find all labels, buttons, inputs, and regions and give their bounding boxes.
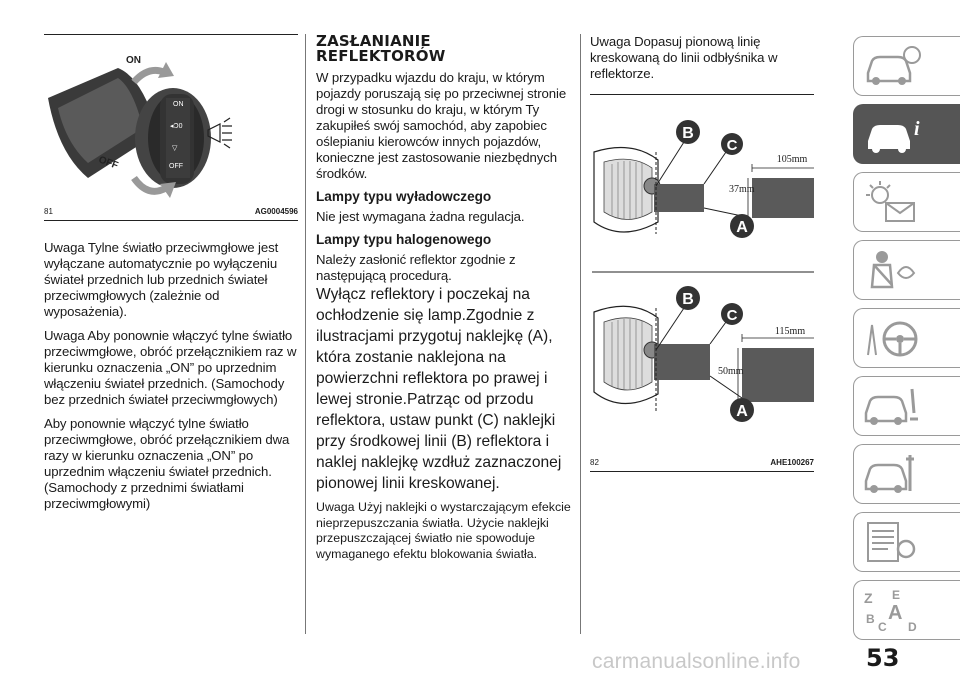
svg-text:OFF: OFF	[169, 163, 183, 170]
note-sticker: Uwaga Użyj naklejki o wystarczającym efe…	[316, 500, 571, 561]
svg-text:◂Ɔ0: ◂Ɔ0	[170, 123, 183, 130]
diagram2-width-label: 115mm	[775, 326, 805, 337]
paragraph-rear-fog-twice: Aby ponownie włączyć tylne światło przec…	[44, 416, 290, 511]
figure-code: AG0004596	[254, 207, 298, 216]
car-info-active-icon: i	[868, 118, 920, 153]
intro-paragraph: W przypadku wjazdu do kraju, w którym po…	[316, 70, 567, 181]
tab-specifications[interactable]	[853, 512, 960, 572]
tab-warning-lights[interactable]	[853, 172, 960, 232]
column-2: ZASŁANIANIE REFLEKTORÓW W przypadku wjaz…	[316, 34, 574, 562]
specifications-icon	[867, 522, 916, 562]
halogen-text: Należy zasłonić reflektor zgodnie z nast…	[316, 252, 516, 283]
tab-safety[interactable]	[853, 240, 960, 300]
svg-text:i: i	[914, 118, 920, 140]
svg-text:D: D	[908, 620, 917, 633]
tab-car-info-active[interactable]: i	[853, 104, 960, 164]
diagram-1: B C 105mm 37mm A	[593, 120, 829, 238]
top-rule-col1	[44, 34, 298, 35]
headlight-sticker-figure: B C 105mm 37mm A	[592, 112, 829, 452]
label-on: ON	[126, 55, 141, 66]
column-divider-1	[305, 34, 306, 634]
figure-number: 81	[44, 207, 53, 216]
figure-82-caption: 82 AHE100267	[590, 458, 814, 468]
top-rule-fig82	[590, 94, 814, 95]
column-divider-2	[580, 34, 581, 634]
svg-text:C: C	[878, 620, 887, 633]
diagram2-label-b: B	[682, 291, 694, 308]
tab-driving[interactable]	[853, 308, 960, 368]
diagram1-label-a: A	[736, 219, 748, 236]
bottom-rule-fig81	[44, 220, 298, 221]
subheading-discharge: Lampy typu wyładowczego	[316, 189, 492, 204]
instructions-paragraph: Wyłącz reflektory i poczekaj na ochłodze…	[316, 286, 562, 492]
svg-text:B: B	[866, 612, 875, 626]
diagram2-sticker	[742, 348, 828, 402]
svg-text:▽: ▽	[172, 145, 178, 152]
light-switch-figure: ON ◂Ɔ0 ▽ OFF ON OFF	[48, 38, 292, 200]
figure-number: 82	[590, 458, 599, 467]
section-heading: ZASŁANIANIE REFLEKTORÓW	[316, 32, 446, 65]
car-info-icon	[866, 46, 921, 85]
tab-service[interactable]	[853, 444, 960, 504]
diagram-2: B C 115mm 50mm A	[593, 286, 829, 422]
diagram1-label-b: B	[682, 125, 694, 142]
seatbelt-airbag-icon	[870, 251, 916, 289]
diagram2-height-label: 50mm	[718, 366, 744, 377]
car-breakdown-icon	[864, 388, 918, 425]
diagram2-label-a: A	[736, 403, 748, 420]
tab-emergency[interactable]	[853, 376, 960, 436]
diagram1-width-label: 105mm	[777, 154, 808, 165]
note-rear-fog-on: Uwaga Aby ponownie włączyć tylne światło…	[44, 328, 297, 407]
column-3-note: Uwaga Dopasuj pionową linię kreskowaną d…	[590, 34, 778, 81]
note-rear-fog-off: Uwaga Tylne światło przeciwmgłowe jest w…	[44, 240, 279, 319]
column-1-text: Uwaga Tylne światło przeciwmgłowe jest w…	[44, 240, 298, 520]
page-number: 53	[866, 644, 900, 672]
svg-text:Z: Z	[864, 590, 873, 606]
tab-car-info[interactable]	[853, 36, 960, 96]
diagram1-sticker	[752, 178, 828, 218]
figure-code: AHE100267	[770, 458, 814, 467]
diagram1-height-label: 37mm	[729, 184, 755, 195]
tab-index[interactable]: Z E A B C D	[853, 580, 960, 640]
index-icon: Z E A B C D	[864, 588, 917, 633]
bottom-rule-fig82	[590, 471, 814, 472]
diagram2-label-c: C	[727, 307, 738, 324]
svg-text:ON: ON	[173, 101, 184, 108]
warning-light-icon	[866, 181, 915, 222]
discharge-text: Nie jest wymagana żadna regulacja.	[316, 209, 525, 224]
figure-81-caption: 81 AG0004596	[44, 207, 298, 217]
subheading-halogen: Lampy typu halogenowego	[316, 232, 492, 247]
svg-text:E: E	[892, 588, 900, 602]
svg-text:A: A	[888, 602, 902, 624]
watermark: carmanualsonline.info	[592, 650, 801, 673]
steering-wheel-icon	[867, 321, 918, 357]
diagram1-label-c: C	[727, 137, 738, 154]
car-service-icon	[864, 455, 914, 493]
